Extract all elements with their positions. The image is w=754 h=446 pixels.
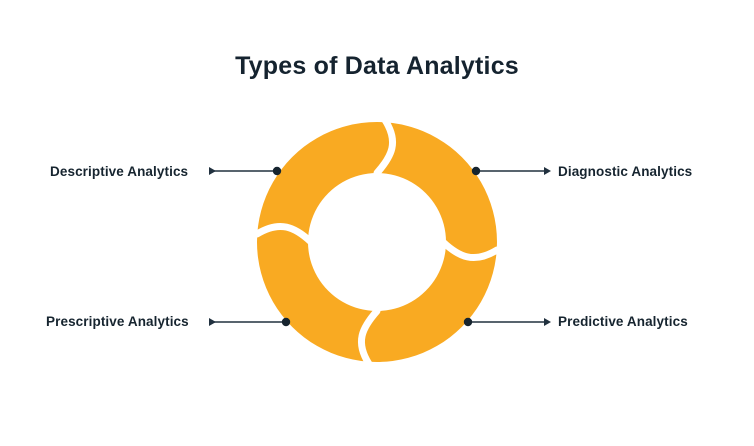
donut-segment-group [256,122,497,363]
connector-dot [272,166,282,176]
connector-predictive [463,317,551,327]
label-prescriptive-analytics: Prescriptive Analytics [46,314,189,329]
page-title: Types of Data Analytics [235,52,519,80]
connector-dot [471,166,481,176]
connector-dot [281,317,291,327]
donut-ring [256,122,497,363]
connector-diagnostic [471,166,551,176]
connector-prescriptive [209,317,291,327]
connector-dot [463,317,473,327]
label-descriptive-analytics: Descriptive Analytics [50,164,189,179]
label-predictive-analytics: Predictive Analytics [558,314,688,329]
connector-descriptive [209,166,282,176]
label-diagnostic-analytics: Diagnostic Analytics [558,164,693,179]
